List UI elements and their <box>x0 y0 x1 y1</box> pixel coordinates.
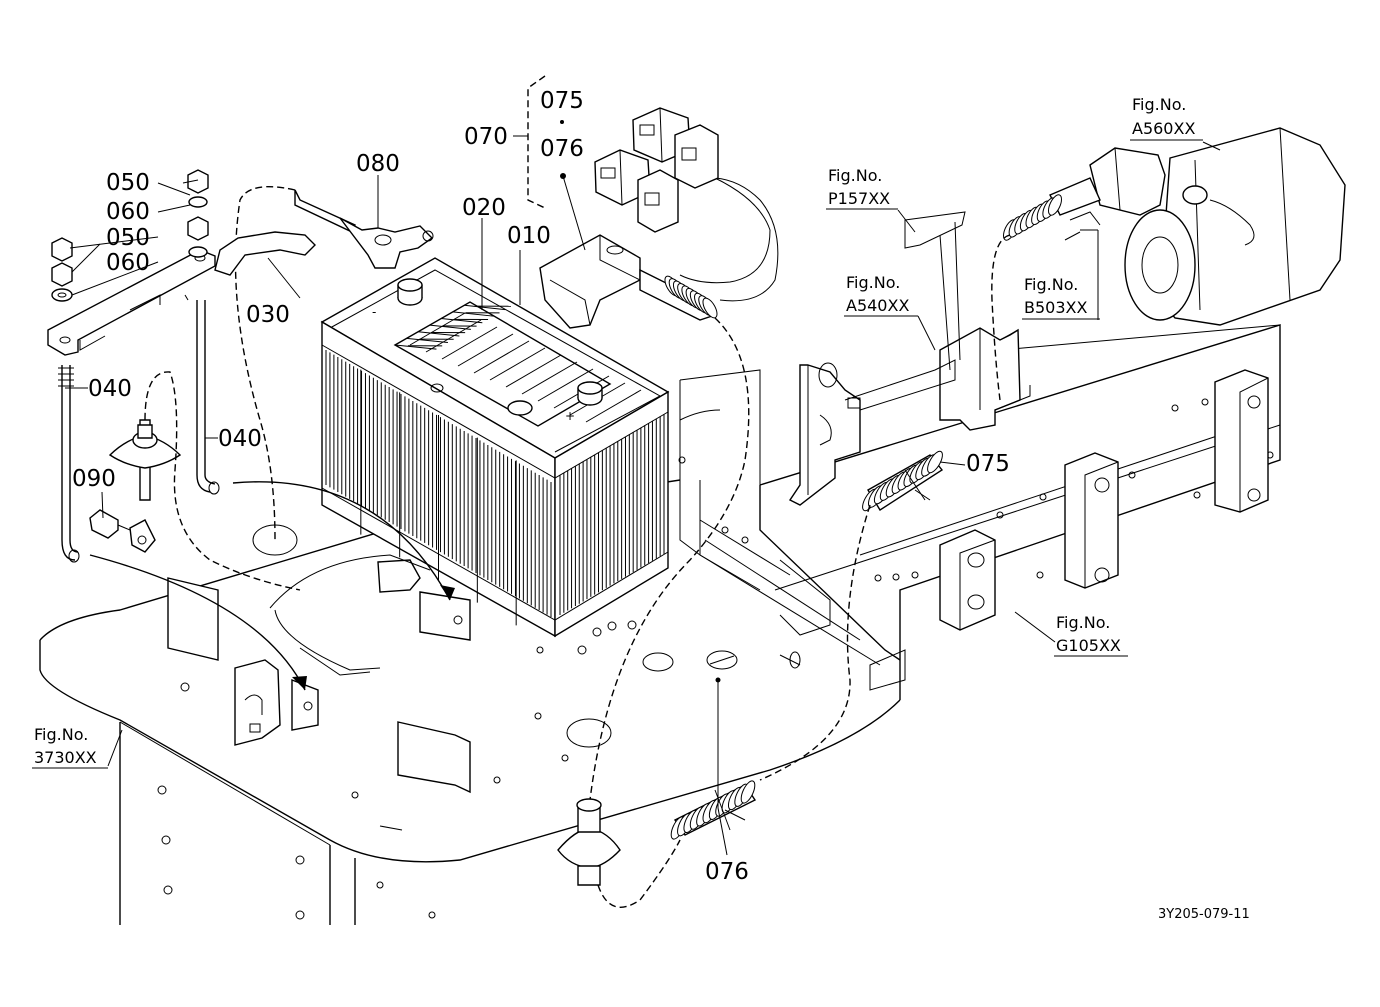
callout-076-top: 076 <box>540 136 584 162</box>
callout-040-left: 040 <box>88 376 132 402</box>
starter-cable-coil <box>1001 193 1064 242</box>
figref-p157-label: Fig.No. <box>828 166 882 185</box>
figref-a540-label: Fig.No. <box>846 273 900 292</box>
callout-080: 080 <box>356 151 400 177</box>
figref-a540-number: A540XX <box>846 296 909 315</box>
drawing-code: 3Y205-079-11 <box>1158 907 1250 922</box>
chassis-frame <box>679 325 1280 700</box>
figref-3730-label: Fig.No. <box>34 725 88 744</box>
callout-090: 090 <box>72 466 116 492</box>
callout-070: 070 <box>464 124 508 150</box>
connectors-075-076 <box>595 108 718 232</box>
callout-030: 030 <box>246 302 290 328</box>
negative-terminal-sign: - <box>372 305 376 319</box>
coil-076 <box>668 779 757 841</box>
positive-terminal-sign: + <box>565 409 575 423</box>
callout-075-top: 075 <box>540 88 584 114</box>
callout-060-top: 060 <box>106 199 150 225</box>
figref-a560-label: Fig.No. <box>1132 95 1186 114</box>
callout-040-right: 040 <box>218 426 262 452</box>
figref-3730-number: 3730XX <box>34 748 97 767</box>
coil-075-rings <box>860 449 946 513</box>
callout-020: 020 <box>462 195 506 221</box>
figref-b503-label: Fig.No. <box>1024 275 1078 294</box>
figref-g105-number: G105XX <box>1056 636 1121 655</box>
figref-b503-number: B503XX <box>1024 298 1087 317</box>
plate-brackets <box>168 525 470 792</box>
callout-060-bottom: 060 <box>106 250 150 276</box>
callout-076-bottom: 076 <box>705 859 749 885</box>
grommet-090 <box>90 372 300 590</box>
callout-050-top: 050 <box>106 170 150 196</box>
figref-p157-number: P157XX <box>828 189 890 208</box>
callout-050-bottom: 050 <box>106 225 150 251</box>
coil-076-rings <box>668 779 757 841</box>
callout-010: 010 <box>507 223 551 249</box>
grommet-bottom <box>558 799 680 907</box>
figref-g105-label: Fig.No. <box>1056 613 1110 632</box>
figref-a560-number: A560XX <box>1132 119 1195 138</box>
coil-075 <box>760 449 945 780</box>
callout-075-frame: 075 <box>966 451 1010 477</box>
battery: - + <box>322 258 668 636</box>
